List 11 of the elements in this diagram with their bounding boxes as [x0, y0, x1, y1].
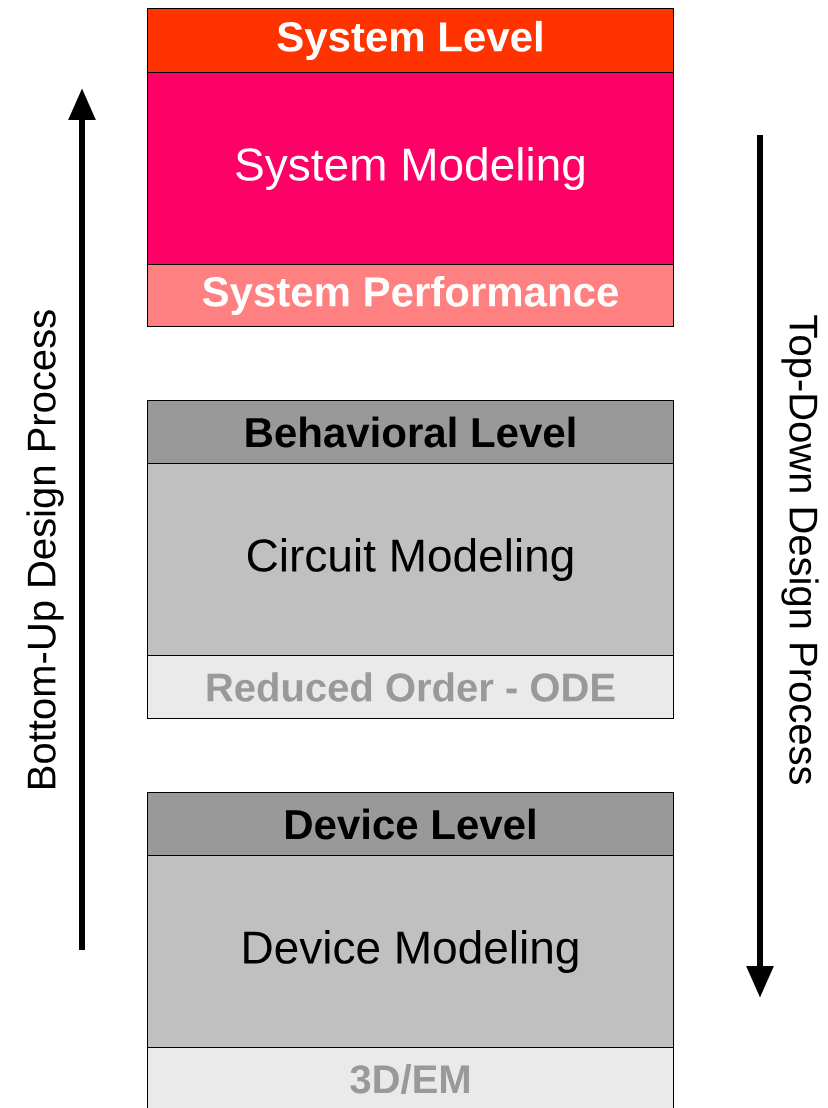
- level-header: Device Level: [147, 792, 674, 856]
- output-band: System Performance: [147, 264, 674, 327]
- output-band: Reduced Order - ODE: [147, 655, 674, 719]
- process-label: Top-Down Design Process: [781, 315, 819, 785]
- modeling-box: Circuit Modeling: [147, 463, 674, 656]
- modeling-box: Device Modeling: [147, 855, 674, 1048]
- process-label: Bottom-Up Design Process: [26, 310, 64, 788]
- output-band: 3D/EM: [147, 1047, 674, 1108]
- level-header: System Level: [147, 8, 674, 73]
- level-header: Behavioral Level: [147, 400, 674, 464]
- modeling-box: System Modeling: [147, 72, 674, 265]
